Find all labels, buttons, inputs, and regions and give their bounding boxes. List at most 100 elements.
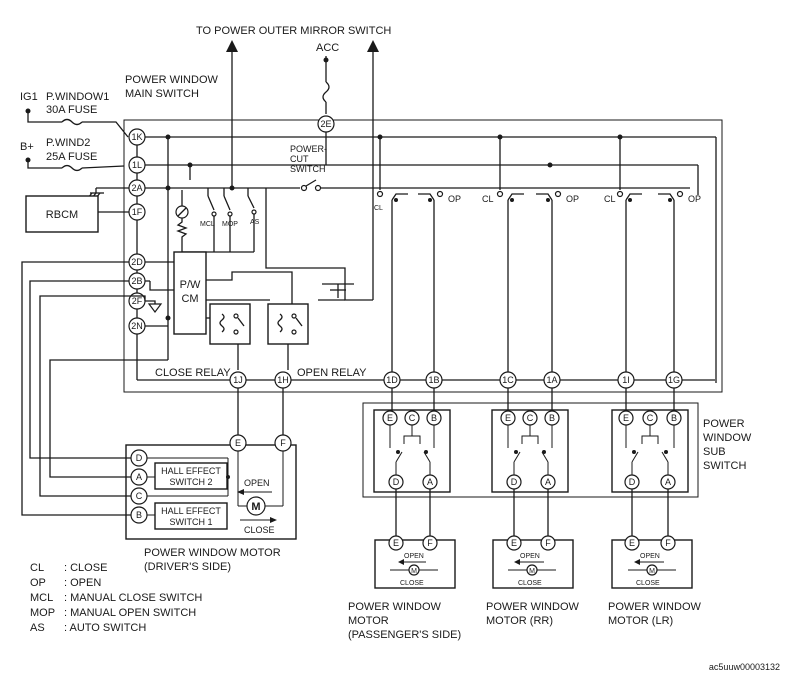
svg-text:A: A [136, 472, 142, 482]
svg-text:OPEN: OPEN [404, 553, 424, 560]
connector-1b: 1B [425, 371, 443, 389]
ig1-label: IG1 [20, 91, 38, 103]
svg-text:CL: CL [374, 205, 383, 212]
sub-switch-passenger: E C B D A [373, 388, 451, 493]
svg-text:1G: 1G [668, 375, 680, 385]
svg-text:OPEN: OPEN [640, 553, 660, 560]
svg-text:C: C [527, 413, 534, 423]
svg-text:M: M [529, 568, 535, 575]
svg-text:: OPEN: : OPEN [64, 577, 101, 589]
svg-text:2B: 2B [131, 276, 142, 286]
rbcm-box [25, 195, 99, 233]
svg-text:2N: 2N [131, 321, 143, 331]
sub-switch-label-3: SUB [703, 446, 726, 458]
motor-rr-caption-2: MOTOR (RR) [486, 615, 553, 627]
svg-text:AS: AS [250, 219, 260, 226]
driver-motor-caption-1: POWER WINDOW MOTOR [144, 547, 281, 559]
open-relay [267, 303, 309, 345]
svg-text:: AUTO SWITCH: : AUTO SWITCH [64, 622, 146, 634]
motor-passenger-caption-1: POWER WINDOW [348, 601, 441, 613]
close-relay [209, 303, 251, 345]
connector-1i: 1I [617, 371, 635, 389]
fuse2-label-1: P.WIND2 [46, 137, 90, 149]
svg-text:HALL EFFECT: HALL EFFECT [161, 466, 221, 476]
driver-motor-caption-2: (DRIVER'S SIDE) [144, 561, 231, 573]
svg-text:OPEN: OPEN [244, 478, 270, 488]
svg-text:CLOSE: CLOSE [400, 580, 424, 587]
connector-1j: 1J [229, 371, 247, 389]
svg-text:E: E [511, 538, 517, 548]
connector-1c: 1C [499, 371, 517, 389]
svg-text:B: B [431, 413, 437, 423]
svg-text:2E: 2E [320, 119, 331, 129]
svg-text:D: D [511, 477, 518, 487]
svg-text:SWITCH 2: SWITCH 2 [169, 477, 212, 487]
svg-text:MCL: MCL [200, 221, 215, 228]
driver-motor: E F D A C B HALL EFFECT SWITCH 2 HALL EF… [125, 388, 297, 540]
svg-text:OP: OP [30, 577, 46, 589]
cl-op-switch-2: CL OP [482, 137, 579, 204]
svg-text:HALL EFFECT: HALL EFFECT [161, 506, 221, 516]
svg-text:CLOSE: CLOSE [518, 580, 542, 587]
up-arrow-right [367, 40, 379, 300]
connector-1g: 1G [665, 371, 683, 389]
mcl-switch: MCL [200, 188, 217, 228]
svg-text:: MANUAL CLOSE SWITCH: : MANUAL CLOSE SWITCH [64, 592, 202, 604]
fuse1 [61, 118, 83, 126]
motor-rr-caption-1: POWER WINDOW [486, 601, 579, 613]
svg-text:MOP: MOP [30, 607, 55, 619]
acc-fuse [322, 81, 330, 103]
svg-text:E: E [235, 438, 241, 448]
svg-text:D: D [629, 477, 636, 487]
main-switch-label-2: MAIN SWITCH [125, 88, 199, 100]
svg-text:E: E [393, 538, 399, 548]
doc-id: ac5uuw00003132 [709, 662, 780, 672]
svg-text:B: B [136, 510, 142, 520]
sub-switch-outer-box [362, 402, 699, 498]
svg-text:F: F [427, 538, 433, 548]
close-relay-label: CLOSE RELAY [155, 367, 231, 379]
svg-text:CLOSE: CLOSE [244, 525, 275, 535]
svg-text:CL: CL [30, 562, 44, 574]
svg-text:SWITCH 1: SWITCH 1 [169, 517, 212, 527]
connector-2a: 2A [128, 179, 146, 197]
svg-text:CL: CL [604, 194, 616, 204]
svg-text:E: E [623, 413, 629, 423]
rbcm-label: RBCM [46, 209, 78, 221]
motor-lr-caption-2: MOTOR (LR) [608, 615, 673, 627]
svg-text:1A: 1A [546, 375, 557, 385]
sub-switch-lr: E C B D A [611, 388, 689, 493]
svg-text:B: B [671, 413, 677, 423]
as-switch: AS [247, 188, 260, 226]
svg-text:E: E [505, 413, 511, 423]
sub-switch-label-4: SWITCH [703, 460, 746, 472]
main-switch-box [123, 119, 723, 393]
svg-text:1J: 1J [233, 375, 243, 385]
svg-text:OP: OP [688, 194, 701, 204]
svg-text:: CLOSE: : CLOSE [64, 562, 107, 574]
fuse1-label-1: P.WINDOW1 [46, 91, 109, 103]
connector-1d: 1D [383, 371, 401, 389]
motor-lr-caption-1: POWER WINDOW [608, 601, 701, 613]
pwcm-label-1: P/W [180, 279, 201, 291]
pwcm-label-2: CM [181, 293, 198, 305]
svg-text:M: M [251, 501, 260, 513]
svg-text:OPEN: OPEN [520, 553, 540, 560]
cl-op-switch-1: CL OP [374, 137, 461, 212]
motor-passenger-caption-3: (PASSENGER'S SIDE) [348, 629, 461, 641]
sub-switch-rr: E C B D A [491, 388, 569, 493]
svg-text:F: F [280, 438, 286, 448]
svg-text:A: A [427, 477, 433, 487]
power-cut-label-2: CUT [290, 154, 309, 164]
svg-text:C: C [647, 413, 654, 423]
svg-text:1H: 1H [277, 375, 289, 385]
svg-text:1K: 1K [131, 132, 142, 142]
svg-text:1I: 1I [622, 375, 630, 385]
svg-text:1F: 1F [132, 207, 143, 217]
svg-text:CL: CL [482, 194, 494, 204]
sub-switch-label-1: POWER [703, 418, 745, 430]
connector-1k: 1K [128, 128, 146, 146]
connector-1l: 1L [128, 156, 146, 174]
connector-1f: 1F [128, 203, 146, 221]
